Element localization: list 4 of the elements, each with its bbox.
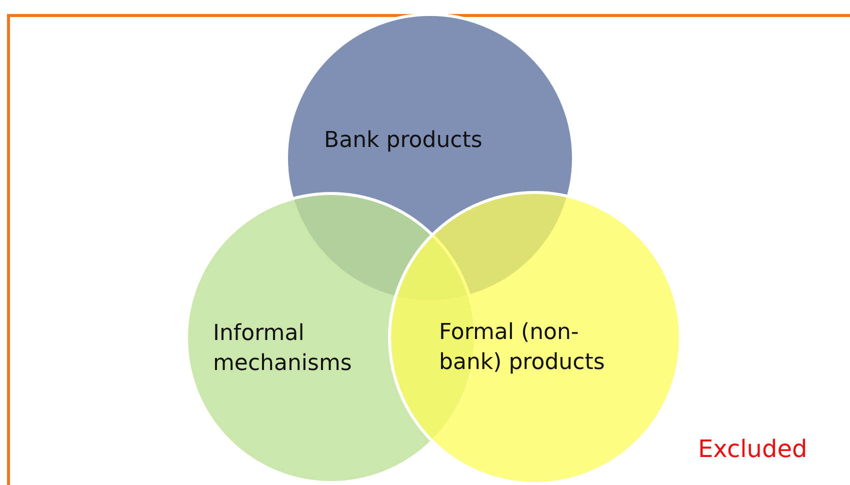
circle-label: Informal mechanisms [213,320,353,378]
note-text: Excluded [698,434,808,464]
circle-label: Formal (non-bank) products [439,319,606,377]
circle-label: Bank products [324,127,484,155]
